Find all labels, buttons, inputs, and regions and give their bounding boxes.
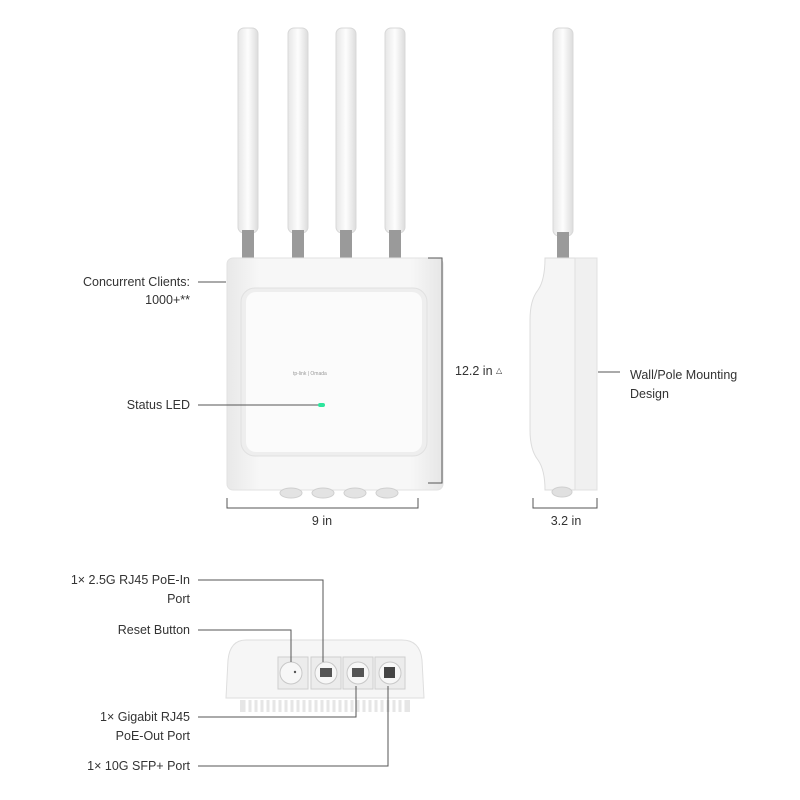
sfp-port-label: 1× 10G SFP+ Port [87,759,190,773]
concurrent-clients-value: 1000+** [145,293,190,307]
device-side [529,27,598,498]
mounting-label-line1: Wall/Pole Mounting [630,368,738,382]
poe-out-label-line2: PoE-Out Port [115,729,190,743]
height-label: 12.2 in [455,364,493,378]
width-label: 9 in [311,514,333,528]
mounting-label-line2: Design [630,387,669,401]
status-led-label: Status LED [126,398,190,412]
height-dimension: 12.2 in △ [455,362,502,380]
depth-bracket [532,498,598,509]
depth-label: 3.2 in [550,514,582,528]
concurrent-clients-label: Concurrent Clients: [83,275,190,289]
sfp-port [374,656,406,690]
poe-in-label-line2: Port [167,592,190,606]
height-bracket [428,257,443,484]
poe-out-port [342,656,374,690]
poe-in-port [310,656,342,690]
reset-button-label: Reset Button [117,623,190,637]
poe-in-label-line1: 1× 2.5G RJ45 PoE-In [70,573,190,587]
leader-lines [198,257,620,767]
reset-button-port [277,656,309,690]
brand-logo: tp-link | Omada [293,371,327,377]
antennas-front [237,27,406,258]
status-led [318,403,325,407]
device-bottom [225,639,425,712]
triangle-icon: △ [496,366,503,375]
device-front [226,257,444,499]
poe-out-label-line1: 1× Gigabit RJ45 [100,710,190,724]
width-bracket [226,498,419,509]
